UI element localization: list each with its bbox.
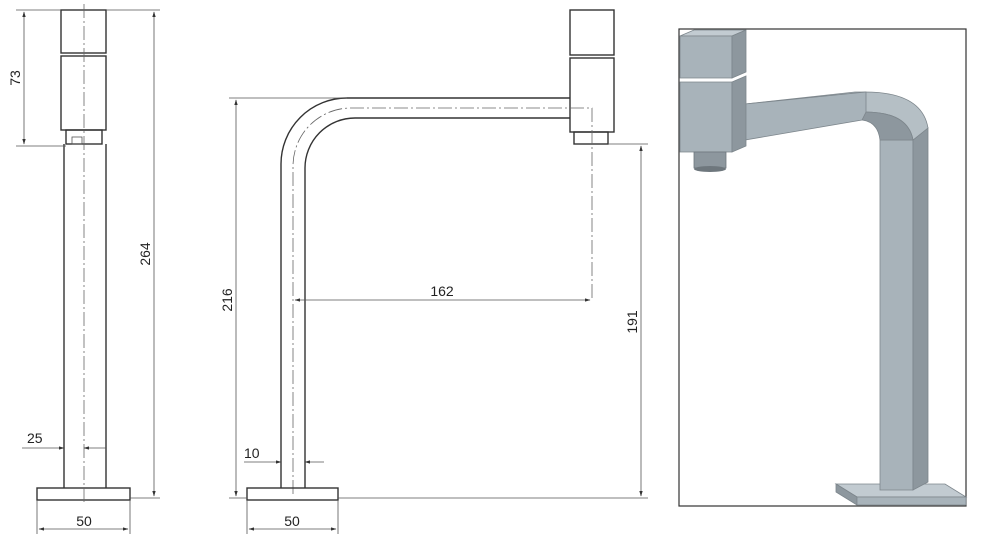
front-handle-top <box>569 9 615 56</box>
dim-side-tube-width: 25 <box>27 430 43 446</box>
side-base-plate <box>36 487 131 501</box>
dim-front-tube-width: 10 <box>244 445 260 461</box>
spout-inner-edge <box>304 117 570 488</box>
side-outlet-nozzle <box>71 136 83 145</box>
side-handle-top <box>60 9 107 54</box>
render-panel <box>678 28 968 507</box>
dim-front-outlet-height: 191 <box>624 310 640 334</box>
front-base-plate <box>246 487 339 501</box>
dim-front-base-width: 50 <box>284 513 300 529</box>
dim-side-base-width: 50 <box>76 513 92 529</box>
front-outlet <box>573 131 609 145</box>
dim-front-reach: 162 <box>430 283 454 299</box>
spout-centerline <box>292 107 593 494</box>
front-view: 216 162 191 10 50 <box>219 9 648 534</box>
dim-side-total-height: 264 <box>137 242 153 266</box>
side-handle-body <box>60 55 107 131</box>
dim-side-cartridge-height: 73 <box>7 70 23 86</box>
dim-front-total-height: 216 <box>219 288 235 312</box>
spout-outer-edge <box>280 97 570 488</box>
side-view: 73 264 25 50 <box>7 4 160 534</box>
